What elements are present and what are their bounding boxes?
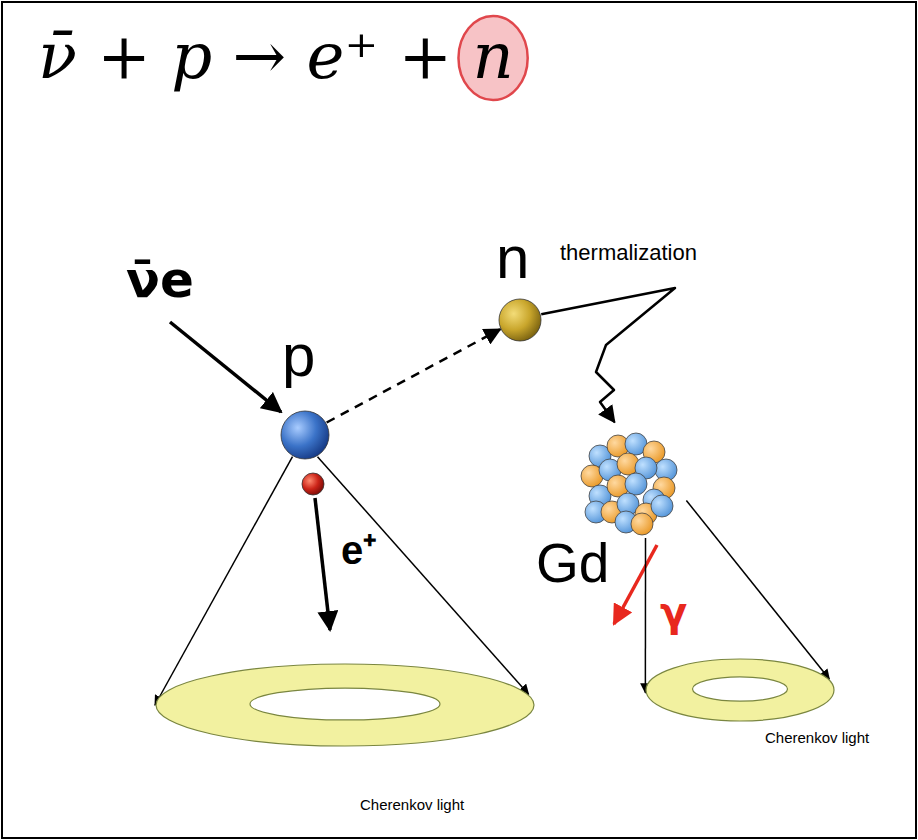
particle-label: p [282, 326, 315, 386]
particle-label: ν̄e [126, 255, 194, 305]
gamma-arrow [614, 545, 657, 624]
ring-inner [250, 688, 440, 720]
nucleon [651, 495, 673, 517]
positron-arrow [315, 498, 330, 630]
node-shape [155, 663, 535, 747]
connector [645, 538, 647, 693]
positron-dot: e⁺ [301, 472, 325, 496]
particle-label: n [496, 228, 529, 288]
ring-outer [646, 659, 834, 721]
node-shape [280, 410, 330, 460]
cherenkov-ring: Cherenkov light [645, 658, 835, 722]
ring-caption: Cherenkov light [765, 730, 869, 745]
gamma-label: γ [660, 592, 687, 632]
connector [541, 288, 675, 422]
nucleon [625, 473, 647, 495]
connector [686, 501, 829, 680]
neutron-circle: n [498, 298, 542, 342]
node-shape [645, 658, 835, 722]
nucleus-label: Gd [536, 536, 609, 591]
node-shape [570, 420, 690, 540]
node-shape [301, 472, 325, 496]
gadolinium-nucleus: Gd [570, 420, 690, 540]
antineutrino-arrow [170, 322, 281, 412]
particle-ball [281, 411, 329, 459]
proton-circle: p [280, 410, 330, 460]
ring-caption: Cherenkov light [360, 797, 464, 812]
ring-outer [156, 664, 534, 746]
equation-title: ν̄ + p → e⁺ + n [38, 24, 514, 88]
particle-ball [499, 299, 541, 341]
particle-ball [302, 473, 324, 495]
cherenkov-ring: Cherenkov light [155, 663, 535, 747]
connector [327, 329, 500, 422]
particle-label: e⁺ [341, 530, 377, 570]
ring-inner [693, 677, 788, 701]
process-label: thermalization [560, 242, 697, 264]
node-shape [498, 298, 542, 342]
connector [318, 457, 529, 694]
nucleon [631, 513, 653, 535]
